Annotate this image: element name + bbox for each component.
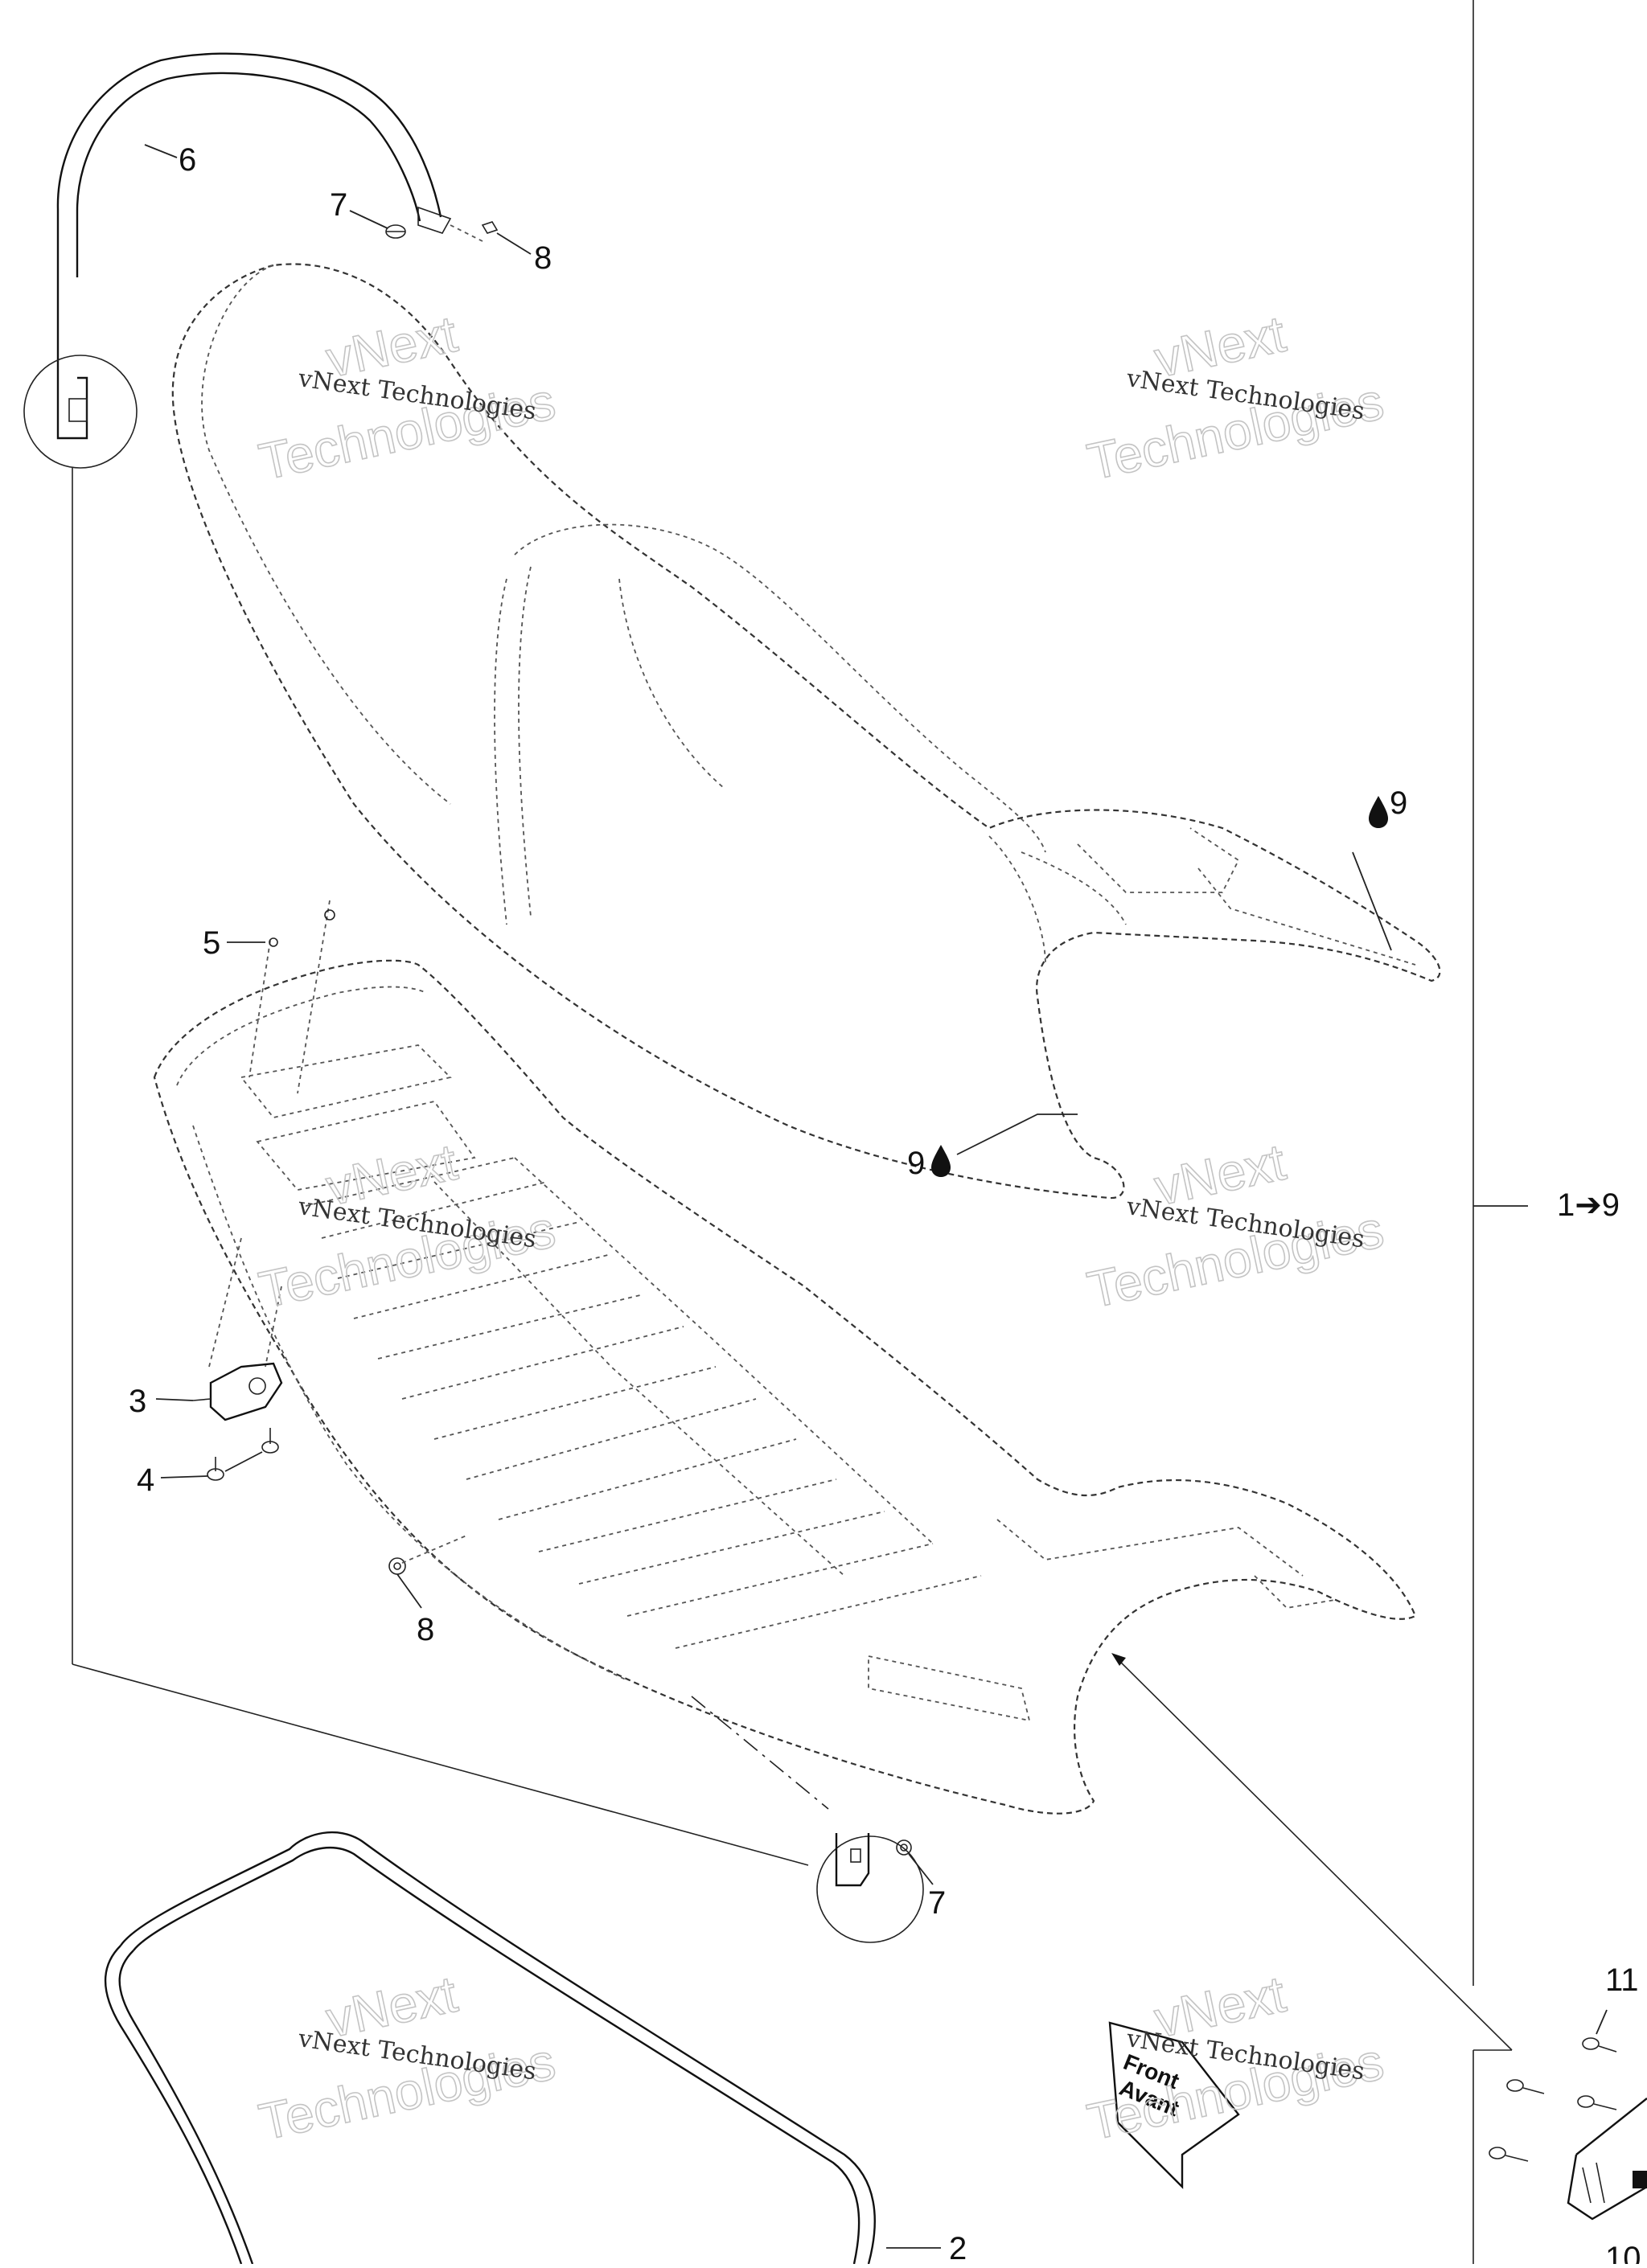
callout-9-bottom: 9 (907, 1146, 925, 1181)
drop-icon-top (1369, 796, 1388, 828)
seat-strap (56, 52, 452, 440)
callout-8-top: 8 (534, 240, 552, 276)
storage-bracket-partial (1473, 2049, 1647, 2221)
callout-1-to-9: 1➔9 (1557, 1187, 1620, 1223)
detail-circle-bottom (816, 1835, 924, 1943)
seat-cover (171, 263, 1441, 1200)
callout-3: 3 (129, 1384, 146, 1419)
callout-4: 4 (137, 1462, 154, 1498)
watermark-5: vNext Technologies vNext Technologies (253, 1964, 561, 2152)
nut-8-top (481, 221, 499, 234)
strap-end-detail (835, 1833, 870, 1887)
leader-9-bottom (956, 1113, 1078, 1155)
callout-10: 10 (1605, 2241, 1641, 2264)
rivet-7-bottom (896, 1839, 912, 1856)
leader-4b (224, 1451, 263, 1472)
leader-3 (155, 1398, 194, 1401)
watermark-3: vNext Technologies vNext Technologies (253, 1132, 561, 1320)
screw-4a (207, 1457, 224, 1481)
screw-11a (1582, 2037, 1617, 2053)
seat-gasket (104, 1831, 876, 2265)
arrow-head (1111, 1653, 1126, 1666)
seat-latch (192, 1362, 283, 1421)
detail-leader-arrow (1114, 1655, 1513, 2051)
callout-6: 6 (179, 142, 196, 178)
screw-11b (1506, 2079, 1545, 2094)
rivet-7-top (385, 224, 406, 239)
screw-11c (1577, 2095, 1617, 2110)
callout-7-bottom: 7 (928, 1885, 946, 1921)
watermark-4: vNext Technologies vNext Technologies (1082, 1132, 1389, 1320)
screw-4b (261, 1428, 279, 1454)
callout-8-bottom: 8 (417, 1612, 434, 1647)
leader-9-right (1352, 851, 1392, 951)
nut-8-bottom (388, 1557, 406, 1575)
washer-5 (324, 909, 335, 921)
watermark-1: vNext Technologies vNext Technologies (253, 304, 561, 492)
callout-11: 11 (1605, 1962, 1639, 1998)
detail-leader-diagonal (72, 1663, 809, 1866)
watermark-2: vNext Technologies vNext Technologies (1082, 304, 1389, 492)
callout-7-top: 7 (330, 187, 347, 223)
callout-2: 2 (949, 2231, 967, 2264)
drop-icon-bottom (931, 1145, 951, 1177)
leader-6 (144, 144, 178, 158)
leader-7-top (349, 210, 388, 229)
leader-7-bottom (908, 1853, 934, 1885)
leader-8-top (496, 232, 532, 255)
leader-8-bottom (396, 1573, 422, 1609)
seat-base (153, 959, 1417, 1815)
washer-5b (269, 937, 278, 947)
callout-9-right: 9 (1390, 785, 1407, 821)
detail-circle-top (23, 355, 138, 469)
screw-11d (1489, 2147, 1529, 2162)
callout-5: 5 (203, 925, 220, 961)
leader-4a (160, 1475, 208, 1479)
